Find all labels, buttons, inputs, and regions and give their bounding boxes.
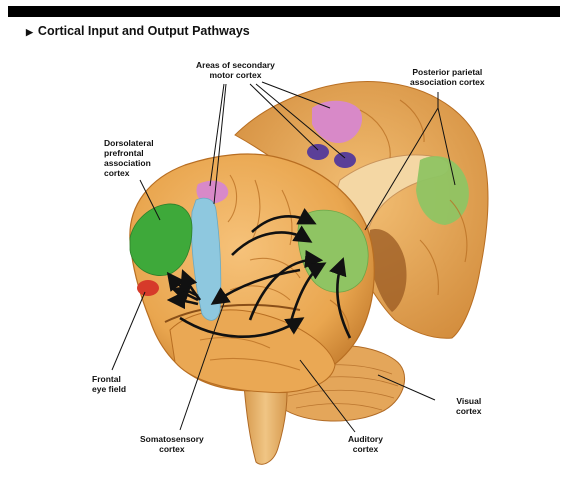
label-auditory: Auditory cortex xyxy=(348,434,383,454)
label-frontal-eye-field: Frontal eye field xyxy=(92,374,126,394)
frontal-eye-field-region xyxy=(137,280,159,296)
label-visual: Visual cortex xyxy=(456,396,482,416)
secondary-motor-medial-purple-2 xyxy=(334,152,356,168)
label-dorsolateral-prefrontal: Dorsolateral prefrontal association cort… xyxy=(104,138,154,178)
label-posterior-parietal: Posterior parietal association cortex xyxy=(410,67,485,87)
label-secondary-motor: Areas of secondary motor cortex xyxy=(196,60,275,80)
label-somatosensory: Somatosensory cortex xyxy=(140,434,204,454)
secondary-motor-medial-purple-1 xyxy=(307,144,329,160)
